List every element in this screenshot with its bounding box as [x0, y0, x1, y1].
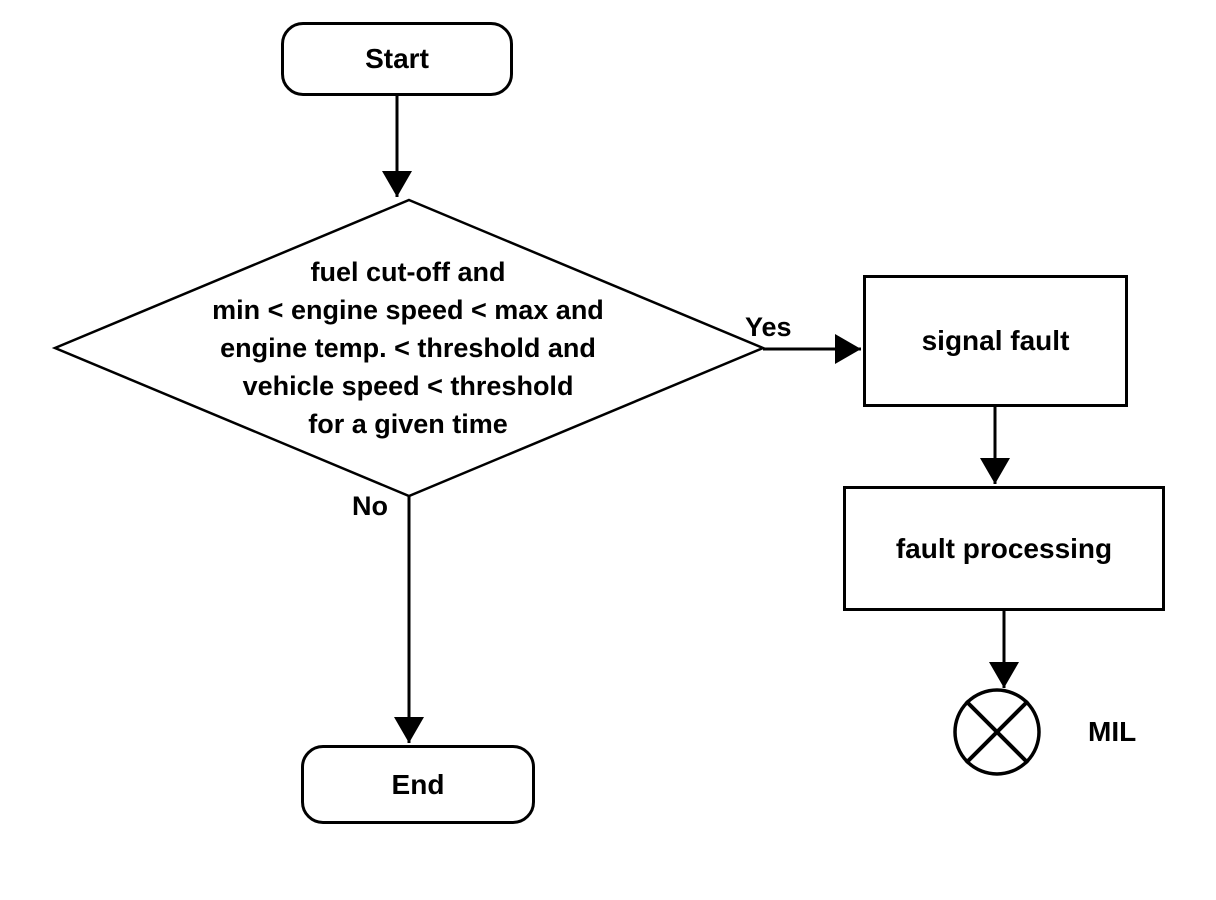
decision-condition-line: min < engine speed < max and — [212, 295, 604, 325]
decision-condition-line: fuel cut-off and — [310, 257, 506, 287]
signal-fault-node: signal fault — [863, 275, 1128, 407]
end-node-label: End — [391, 768, 445, 800]
signal-fault-node-label: signal fault — [921, 325, 1070, 356]
decision-condition-line: for a given time — [308, 409, 508, 439]
yes-edge-label: Yes — [745, 312, 792, 342]
fault-processing-node: fault processing — [843, 486, 1165, 611]
fault-processing-node-label: fault processing — [895, 532, 1113, 564]
no-edge-label: No — [352, 491, 388, 521]
decision-node-text: fuel cut-off and min < engine speed < ma… — [148, 253, 668, 443]
end-node: End — [301, 745, 535, 824]
decision-condition-line: engine temp. < threshold and — [220, 333, 596, 363]
decision-condition-line: vehicle speed < threshold — [242, 371, 574, 401]
mil-lamp-icon — [953, 688, 1041, 776]
mil-lamp-label: MIL — [1088, 716, 1137, 747]
start-node: Start — [281, 22, 513, 96]
start-node-label: Start — [365, 43, 429, 74]
